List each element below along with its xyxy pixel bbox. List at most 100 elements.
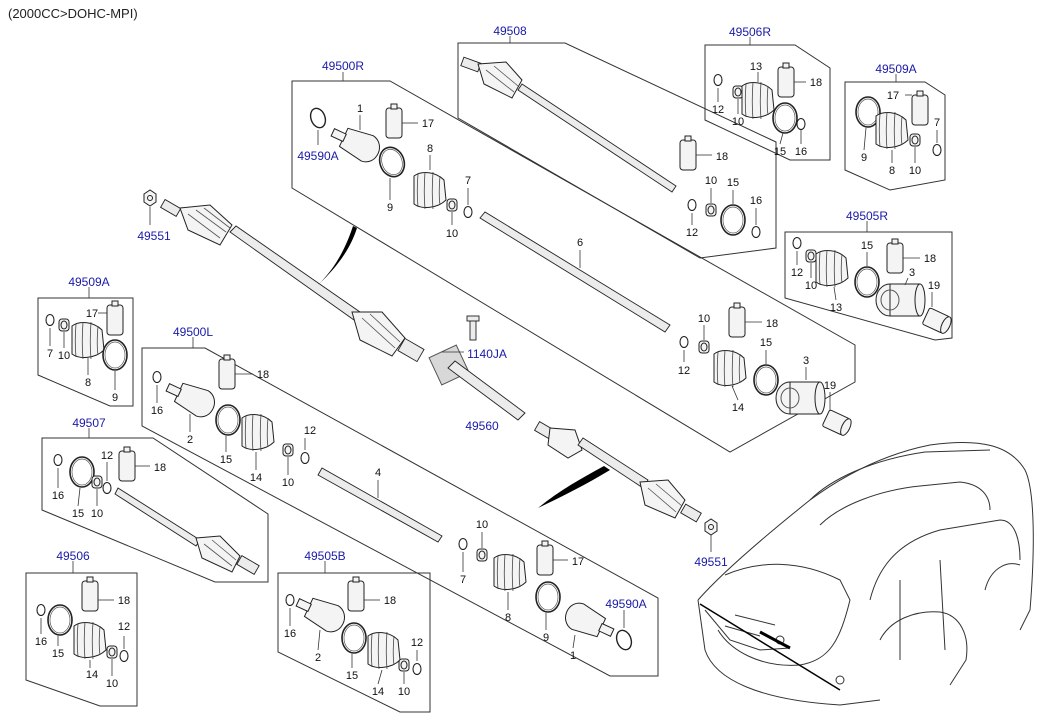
- frame-49500R: [291, 80, 856, 453]
- part-number-8: 8: [505, 612, 511, 624]
- ref-49500L[interactable]: 49500L: [173, 325, 213, 339]
- part-number-14: 14: [372, 686, 384, 698]
- part-number-8: 8: [427, 143, 433, 155]
- frame-49507: [41, 437, 269, 583]
- ref-49508[interactable]: 49508: [493, 24, 527, 38]
- part-number-14: 14: [86, 669, 98, 681]
- part-number-7: 7: [465, 175, 471, 187]
- ref-49505B[interactable]: 49505B: [304, 549, 345, 563]
- part-number-13: 13: [750, 61, 762, 73]
- part-number-15: 15: [346, 670, 358, 682]
- part-number-17: 17: [422, 118, 434, 130]
- part-number-14: 14: [250, 472, 262, 484]
- part-number-19: 19: [824, 380, 836, 392]
- part-number-15: 15: [861, 240, 873, 252]
- ref-49509A-left[interactable]: 49509A: [68, 275, 109, 289]
- part-number-17: 17: [887, 90, 899, 102]
- ref-1140JA[interactable]: 1140JA: [467, 347, 507, 361]
- kit-49500L-parts: [152, 354, 635, 653]
- ref-49551-left[interactable]: 49551: [137, 229, 171, 243]
- part-number-16: 16: [151, 405, 163, 417]
- kit-49509A-left-parts: [45, 300, 128, 390]
- vehicle-illustration: [697, 441, 1034, 706]
- part-number-17: 17: [86, 308, 98, 320]
- part-number-15: 15: [760, 337, 772, 349]
- part-number-3: 3: [803, 355, 809, 367]
- part-number-12: 12: [101, 450, 113, 462]
- ref-49560[interactable]: 49560: [465, 419, 499, 433]
- part-number-2: 2: [315, 652, 321, 664]
- part-number-16: 16: [35, 636, 47, 648]
- part-number-7: 7: [47, 348, 53, 360]
- part-number-12: 12: [411, 637, 423, 649]
- part-number-12: 12: [678, 365, 690, 377]
- part-number-12: 12: [304, 425, 316, 437]
- part-number-18: 18: [766, 318, 778, 330]
- part-number-19: 19: [928, 280, 940, 292]
- ref-49506R[interactable]: 49506R: [729, 25, 771, 39]
- part-number-16: 16: [750, 195, 762, 207]
- part-number-7: 7: [460, 574, 466, 586]
- frame-49505B: [277, 572, 431, 713]
- part-number-15: 15: [727, 177, 739, 189]
- part-number-10: 10: [732, 116, 744, 128]
- part-number-10: 10: [705, 175, 717, 187]
- kit-49505R-parts: [792, 236, 954, 336]
- part-number-10: 10: [446, 228, 458, 240]
- frame-49505R: [784, 231, 953, 341]
- part-number-12: 12: [118, 621, 130, 633]
- part-number-18: 18: [154, 462, 166, 474]
- part-number-12: 12: [686, 227, 698, 239]
- part-number-18: 18: [118, 595, 130, 607]
- part-number-18: 18: [924, 253, 936, 265]
- part-number-9: 9: [543, 632, 549, 644]
- part-number-16: 16: [795, 146, 807, 158]
- part-number-10: 10: [106, 678, 118, 690]
- part-number-15: 15: [774, 146, 786, 158]
- part-number-1: 1: [570, 650, 576, 662]
- part-number-14: 14: [732, 402, 744, 414]
- frame-49509A-left: [37, 297, 134, 407]
- kit-49506R-parts: [713, 62, 806, 145]
- kit-49505B-parts: [285, 576, 422, 685]
- part-number-4: 4: [375, 467, 381, 479]
- ref-49509A-top[interactable]: 49509A: [875, 62, 916, 76]
- part-number-12: 12: [791, 267, 803, 279]
- part-number-7: 7: [934, 117, 940, 129]
- part-number-18: 18: [810, 77, 822, 89]
- part-number-15: 15: [220, 454, 232, 466]
- frame-49500L: [141, 347, 659, 677]
- kit-49508-parts: [460, 56, 761, 239]
- frame-49506: [25, 572, 138, 707]
- kit-49509A-top-parts: [855, 90, 942, 163]
- ref-49590A-bottom[interactable]: 49590A: [605, 597, 646, 611]
- part-number-18: 18: [716, 151, 728, 163]
- ref-49551-right[interactable]: 49551: [694, 555, 728, 569]
- part-number-8: 8: [85, 377, 91, 389]
- kit-49507-parts: [53, 446, 260, 575]
- main-drive-shaft-left: [428, 315, 718, 552]
- frame-49506R: [704, 44, 831, 161]
- ref-49500R[interactable]: 49500R: [322, 59, 364, 73]
- part-number-10: 10: [91, 508, 103, 520]
- part-number-10: 10: [398, 686, 410, 698]
- frame-49509A-top: [844, 81, 946, 191]
- ref-49506[interactable]: 49506: [56, 549, 90, 563]
- part-number-18: 18: [257, 369, 269, 381]
- part-number-13: 13: [830, 302, 842, 314]
- part-number-8: 8: [889, 165, 895, 177]
- part-number-17: 17: [572, 556, 584, 568]
- diagram-header: (2000CC>DOHC-MPI): [8, 6, 138, 21]
- kit-49500R-parts: [307, 103, 854, 438]
- part-number-9: 9: [112, 392, 118, 404]
- part-number-10: 10: [805, 280, 817, 292]
- part-number-16: 16: [284, 628, 296, 640]
- part-number-12: 12: [712, 104, 724, 116]
- ref-49505R[interactable]: 49505R: [846, 209, 888, 223]
- ref-49590A-top[interactable]: 49590A: [297, 149, 338, 163]
- part-number-16: 16: [52, 490, 64, 502]
- part-number-10: 10: [698, 313, 710, 325]
- part-number-9: 9: [861, 152, 867, 164]
- ref-49507[interactable]: 49507: [72, 416, 106, 430]
- part-number-18: 18: [384, 595, 396, 607]
